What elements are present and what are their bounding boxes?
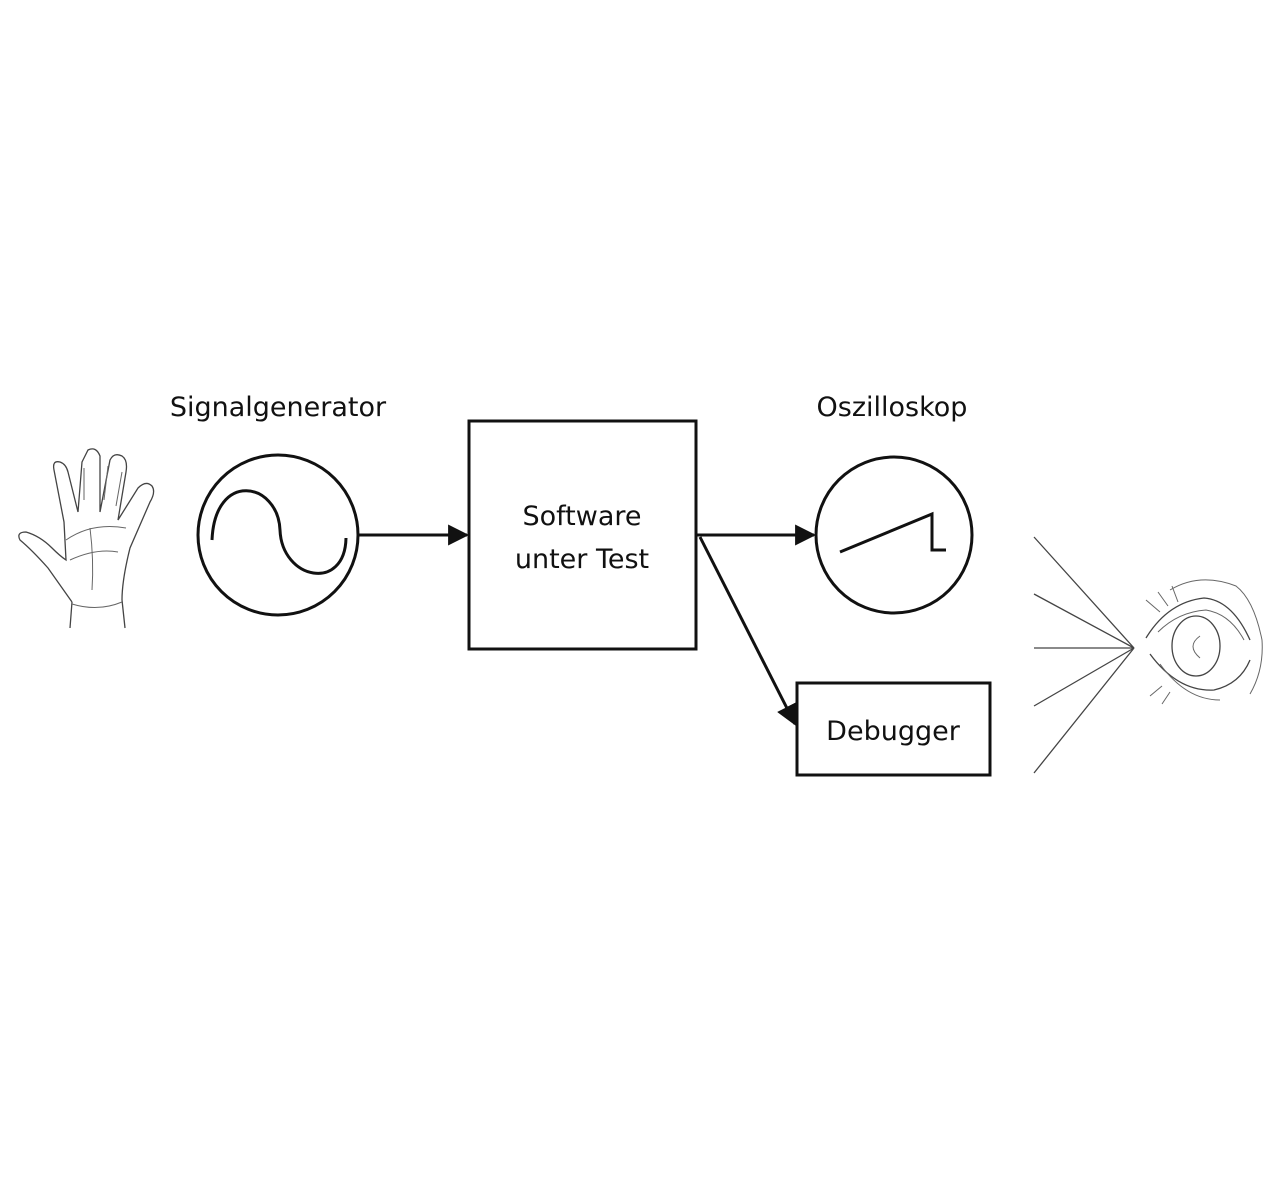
oscilloscope-symbol — [814, 455, 974, 615]
hand-icon — [18, 448, 155, 629]
sight-lines — [1033, 536, 1135, 774]
software-under-test-box: Software unter Test — [467, 419, 698, 651]
debugger-box: Debugger — [795, 681, 992, 777]
debugger-label: Debugger — [826, 716, 961, 747]
software-label-line1: Software — [522, 501, 641, 532]
signal-generator-label: Signalgenerator — [170, 392, 387, 423]
software-label-line2: unter Test — [515, 544, 649, 575]
eye-icon — [1145, 579, 1263, 705]
oscilloscope-label: Oszilloskop — [817, 392, 968, 423]
arrow-software-to-debugger — [698, 536, 797, 726]
sine-wave-icon — [210, 489, 348, 575]
sawtooth-wave-icon — [839, 511, 946, 554]
signal-generator-symbol — [196, 453, 360, 617]
